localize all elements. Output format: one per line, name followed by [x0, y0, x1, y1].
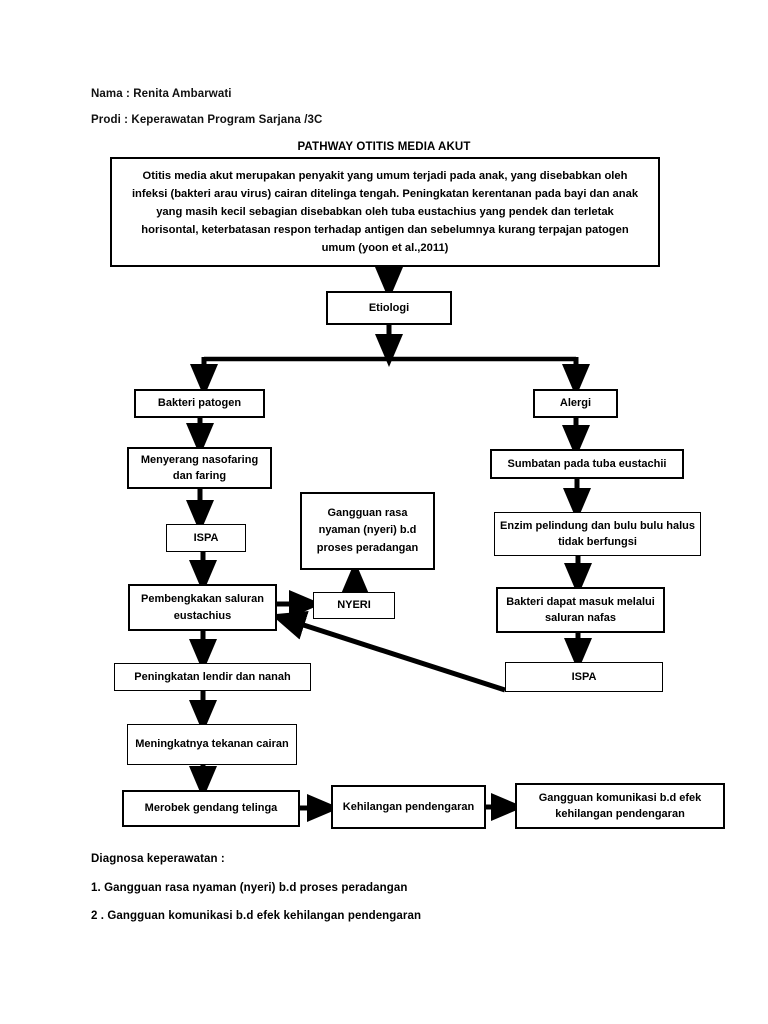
node-bakteri-patogen: Bakteri patogen: [134, 389, 265, 418]
node-peningkatan-lendir-nanah: Peningkatan lendir dan nanah: [114, 663, 311, 691]
node-menyerang-text: Menyerang nasofaring dan faring: [140, 453, 259, 483]
diagnosis-item-1: 1. Gangguan rasa nyaman (nyeri) b.d pros…: [91, 882, 408, 894]
node-peningkatan-lendir-text: Peningkatan lendir dan nanah: [134, 670, 291, 683]
node-gangguan-rasa-nyaman: Gangguan rasa nyaman (nyeri) b.d proses …: [300, 492, 435, 570]
node-intro-description: Otitis media akut merupakan penyakit yan…: [110, 157, 660, 267]
node-meningkatnya-tekanan-text: Meningkatnya tekanan cairan: [135, 738, 289, 751]
node-menyerang-nasofaring: Menyerang nasofaring dan faring: [127, 447, 272, 489]
node-kehilangan-text: Kehilangan pendengaran: [342, 800, 475, 813]
node-alergi: Alergi: [533, 389, 618, 418]
student-name-line: Nama : Renita Ambarwati: [91, 88, 232, 100]
node-gangguan-komunikasi: Gangguan komunikasi b.d efek kehilangan …: [515, 783, 725, 829]
node-gangguan-nyaman-text: Gangguan rasa nyaman (nyeri) b.d proses …: [316, 507, 419, 554]
node-meningkatnya-tekanan-cairan: Meningkatnya tekanan cairan: [127, 724, 297, 765]
diagnosis-heading: Diagnosa keperawatan :: [91, 853, 225, 865]
node-enzim-pelindung: Enzim pelindung dan bulu bulu halus tida…: [494, 512, 701, 556]
page-title: PATHWAY OTITIS MEDIA AKUT: [297, 141, 471, 153]
node-nyeri: NYERI: [313, 592, 395, 619]
node-sumbatan-text: Sumbatan pada tuba eustachii: [507, 457, 667, 470]
node-pembengkakan-text: Pembengkakan saluran eustachius: [141, 593, 264, 622]
node-intro-text: Otitis media akut merupakan penyakit yan…: [131, 169, 639, 255]
study-program-line: Prodi : Keperawatan Program Sarjana /3C: [91, 114, 323, 126]
node-kehilangan-pendengaran: Kehilangan pendengaran: [331, 785, 486, 829]
node-ispa-right-text: ISPA: [571, 670, 597, 683]
node-ispa-left: ISPA: [166, 524, 246, 552]
node-ispa-left-text: ISPA: [193, 531, 219, 544]
node-etiologi: Etiologi: [326, 291, 452, 325]
edge-ispa-right-to-pembengkakan: [270, 610, 506, 693]
node-pembengkakan-saluran-eustachius: Pembengkakan saluran eustachius: [128, 584, 277, 631]
node-alergi-text: Alergi: [559, 397, 592, 410]
diagnosis-item-2: 2 . Gangguan komunikasi b.d efek kehilan…: [91, 910, 422, 922]
node-bakteri-patogen-text: Bakteri patogen: [157, 397, 242, 410]
node-ispa-right: ISPA: [505, 662, 663, 692]
node-sumbatan-tuba-eustachii: Sumbatan pada tuba eustachii: [490, 449, 684, 479]
node-gangguan-komunikasi-text: Gangguan komunikasi b.d efek kehilangan …: [538, 791, 702, 821]
node-etiologi-text: Etiologi: [368, 301, 410, 314]
node-enzim-text: Enzim pelindung dan bulu bulu halus tida…: [500, 519, 695, 549]
node-bakteri-dapat-masuk: Bakteri dapat masuk melalui saluran nafa…: [496, 587, 665, 633]
node-bakteri-masuk-text: Bakteri dapat masuk melalui saluran nafa…: [506, 595, 655, 625]
node-merobek-text: Merobek gendang telinga: [144, 802, 278, 815]
node-merobek-gendang-telinga: Merobek gendang telinga: [122, 790, 300, 827]
node-nyeri-text: NYERI: [337, 599, 371, 612]
